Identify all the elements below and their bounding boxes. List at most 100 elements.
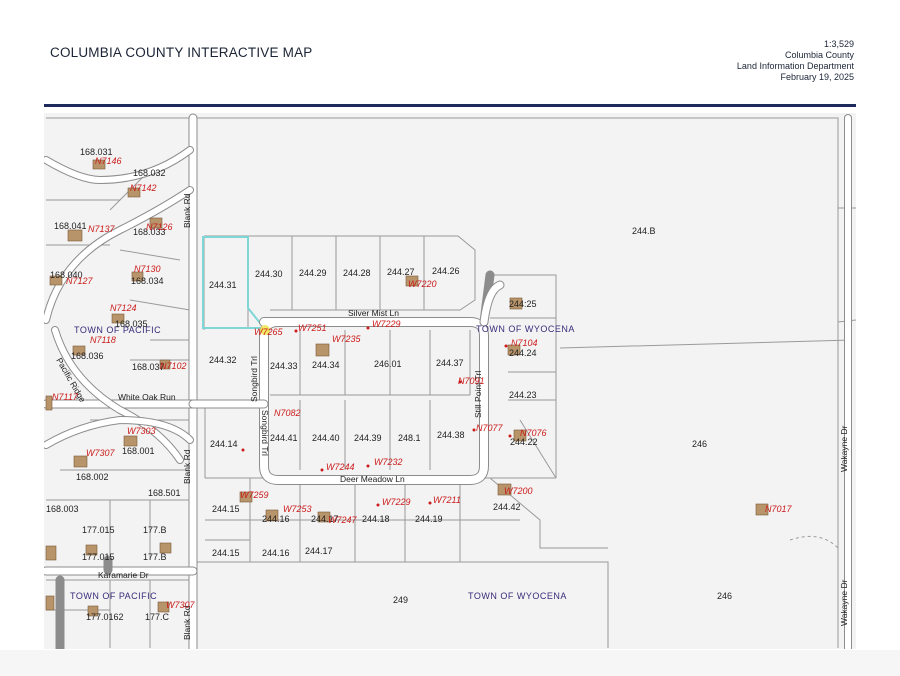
map-viewport[interactable]: .pl { fill: none; stroke: #9a9a9a; strok… bbox=[44, 113, 856, 649]
parcel-label: 177.B bbox=[143, 552, 167, 562]
parcel-label: 244.33 bbox=[270, 361, 298, 371]
department-name: Land Information Department bbox=[736, 61, 854, 71]
parcel-label: 246 bbox=[692, 439, 707, 449]
parcel-label-selected[interactable]: 244.31 bbox=[209, 280, 237, 290]
road-label-still-point: Still Point Trl bbox=[473, 371, 483, 418]
parcel-label: 244.42 bbox=[493, 502, 521, 512]
road-label-wakayne-1: Wakayne Dr bbox=[839, 425, 849, 472]
parcel-label: 244.22 bbox=[510, 437, 538, 447]
address-label: W7235 bbox=[332, 334, 362, 344]
selected-parcel-outline[interactable] bbox=[202, 236, 267, 329]
parcel-label: 244.15 bbox=[212, 504, 240, 514]
address-label: W7307 bbox=[86, 448, 116, 458]
parcel-label: 244.24 bbox=[509, 348, 537, 358]
address-label: N7077 bbox=[476, 423, 504, 433]
parcel-label: 168.002 bbox=[76, 472, 109, 482]
address-label: W7307 bbox=[166, 600, 196, 610]
address-label: N7130 bbox=[134, 264, 161, 274]
parcel-label: 244.19 bbox=[415, 514, 443, 524]
address-label: W7259 bbox=[240, 490, 269, 500]
address-label: N7127 bbox=[66, 276, 94, 286]
parcel-label: 177.015 bbox=[82, 552, 115, 562]
address-label: W7229 bbox=[372, 319, 401, 329]
town-label-wyocena-south: TOWN OF WYOCENA bbox=[468, 591, 567, 601]
address-label: N7124 bbox=[110, 303, 137, 313]
address-label: W7229 bbox=[382, 497, 411, 507]
page-title: COLUMBIA COUNTY INTERACTIVE MAP bbox=[50, 45, 313, 60]
parcel-label: 244.34 bbox=[312, 360, 340, 370]
address-label: N7118 bbox=[90, 335, 116, 345]
parcel-label: 244.32 bbox=[209, 355, 237, 365]
road-label-deer-meadow: Deer Meadow Ln bbox=[340, 474, 405, 484]
address-label: W7303 bbox=[127, 426, 156, 436]
address-label: N7082 bbox=[274, 408, 301, 418]
address-label: N7126 bbox=[146, 222, 173, 232]
address-points bbox=[241, 326, 512, 507]
parcel-label: 168.003 bbox=[46, 504, 79, 514]
parcel-label: 168.031 bbox=[80, 147, 113, 157]
parcel-label: 244.B bbox=[632, 226, 656, 236]
parcel-label: 244.30 bbox=[255, 269, 283, 279]
parcel-label: 244.14 bbox=[210, 439, 238, 449]
print-date: February 19, 2025 bbox=[780, 72, 854, 82]
parcel-label: 168.032 bbox=[133, 168, 166, 178]
address-label: N7142 bbox=[130, 183, 157, 193]
parcel-label: 244.26 bbox=[432, 266, 460, 276]
parcel-label: 244.29 bbox=[299, 268, 327, 278]
address-label: N7017 bbox=[765, 504, 793, 514]
parcel-label: 177.0162 bbox=[86, 612, 124, 622]
road-label-blank-rd-lower: Blank Rd bbox=[182, 449, 192, 484]
address-label: W7265 bbox=[254, 327, 284, 337]
parcel-label: 244.15 bbox=[212, 548, 240, 558]
selected-location-marker[interactable] bbox=[260, 325, 270, 335]
address-label: N7091 bbox=[458, 376, 485, 386]
parcel-label: 244.18 bbox=[362, 514, 390, 524]
map-scale: 1:3,529 bbox=[823, 39, 854, 49]
address-label: N7137 bbox=[88, 224, 116, 234]
address-label: W7251 bbox=[298, 323, 327, 333]
road-label-white-oak: White Oak Run bbox=[118, 392, 176, 402]
parcel-label: 244.17 bbox=[305, 546, 333, 556]
town-label-wyocena: TOWN OF WYOCENA bbox=[476, 324, 575, 334]
parcel-label: 168.037 bbox=[132, 362, 165, 372]
parcel-label: 177.015 bbox=[82, 525, 115, 535]
parcel-label: 168.041 bbox=[54, 221, 87, 231]
parcel-labels: 168.031 168.032 168.041 168.033 168.040 … bbox=[46, 147, 732, 622]
parcel-label: 244:25 bbox=[509, 299, 537, 309]
parcel-label: 244.17 bbox=[311, 514, 339, 524]
map-background bbox=[44, 113, 856, 649]
parcel-label: 244.37 bbox=[436, 358, 464, 368]
address-label: N7076 bbox=[520, 428, 547, 438]
bottom-margin bbox=[0, 650, 900, 676]
address-label: N7117 bbox=[52, 392, 79, 402]
map-canvas[interactable]: .pl { fill: none; stroke: #9a9a9a; strok… bbox=[44, 113, 856, 649]
parcel-label: 244.27 bbox=[387, 267, 415, 277]
town-label-pacific: TOWN OF PACIFIC bbox=[74, 325, 161, 335]
parcel-label: 177.C bbox=[145, 612, 170, 622]
header-rule bbox=[44, 104, 856, 107]
address-label: W7232 bbox=[374, 457, 403, 467]
address-label: N7146 bbox=[95, 156, 122, 166]
town-label-pacific-south: TOWN OF PACIFIC bbox=[70, 591, 157, 601]
map-metadata: 1:3,529 Columbia County Land Information… bbox=[737, 39, 854, 83]
road-label-blank-rd-bottom: Blank Rd bbox=[182, 605, 192, 640]
address-label: W7220 bbox=[408, 279, 437, 289]
parcel-label: 244.16 bbox=[262, 514, 290, 524]
address-label: W7211 bbox=[433, 495, 461, 505]
parcel-label: 244.23 bbox=[509, 390, 537, 400]
address-label: W7247 bbox=[328, 515, 358, 525]
road-label-songbird-2: Songbird Trl bbox=[260, 410, 270, 456]
parcel-label: 248.1 bbox=[398, 433, 421, 443]
road-label-karamarie: Karamarie Dr bbox=[98, 570, 149, 580]
parcel-label: 177.B bbox=[143, 525, 167, 535]
parcel-label: 244.38 bbox=[437, 430, 465, 440]
parcel-label: 249 bbox=[393, 595, 408, 605]
parcel-label: 168.040 bbox=[50, 270, 83, 280]
building-footprints bbox=[45, 159, 769, 617]
parcel-label: 168.001 bbox=[122, 446, 155, 456]
parcel-label: 244.28 bbox=[343, 268, 371, 278]
parcel-label: 246 bbox=[717, 591, 732, 601]
parcel-label: 168.035 bbox=[115, 319, 148, 329]
road-label-songbird: Songbird Trl bbox=[249, 356, 259, 402]
address-label: W7253 bbox=[283, 504, 312, 514]
